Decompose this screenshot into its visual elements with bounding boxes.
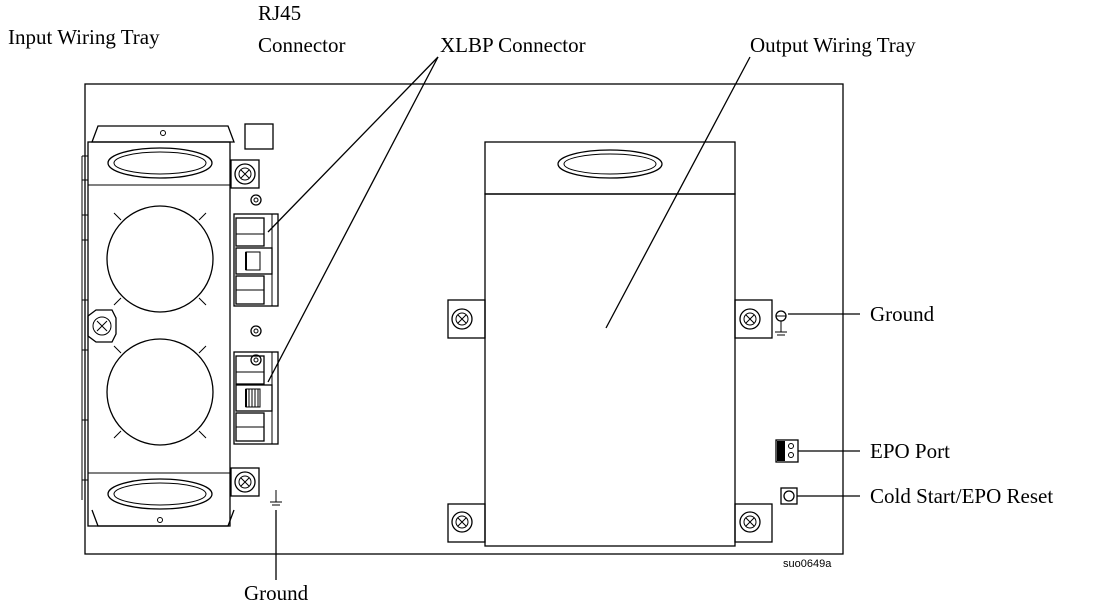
leader-xlbp-lower: [267, 56, 439, 383]
fan-grille-icon: [106, 205, 214, 313]
ground-symbol-icon: [775, 310, 787, 336]
cold-start-button: [780, 487, 798, 505]
screw-icon: [230, 159, 260, 189]
label-rj45-line1: RJ45: [258, 1, 301, 25]
input-wiring-tray: [81, 125, 235, 527]
epo-port: [775, 439, 799, 463]
xlbp-connector-lower: [233, 351, 279, 445]
screw-icon: [87, 309, 117, 343]
screw-icon: [739, 308, 761, 330]
rj45-port: [244, 123, 274, 150]
screw-icon: [230, 467, 260, 497]
leader-xlbp-upper: [267, 56, 439, 233]
label-input-wiring-tray: Input Wiring Tray: [8, 25, 160, 49]
xlbp-connector-upper: [233, 213, 279, 307]
label-output-wiring-tray: Output Wiring Tray: [750, 33, 916, 57]
label-ground-right: Ground: [870, 302, 935, 326]
label-cold-start: Cold Start/EPO Reset: [870, 484, 1053, 508]
label-rj45-line2: Connector: [258, 33, 345, 57]
output-wiring-tray: [447, 141, 773, 547]
label-epo-port: EPO Port: [870, 439, 950, 463]
label-xlbp-connector: XLBP Connector: [440, 33, 586, 57]
part-code: suo0649a: [783, 558, 832, 570]
ground-symbol-icon: [270, 490, 282, 506]
leader-output-tray: [605, 56, 751, 329]
screw-icon: [739, 511, 761, 533]
label-ground-bottom: Ground: [244, 581, 309, 605]
panel-outline: [84, 83, 844, 555]
screw-icon: [451, 308, 473, 330]
fan-grille-icon: [106, 338, 214, 446]
screw-icon: [451, 511, 473, 533]
